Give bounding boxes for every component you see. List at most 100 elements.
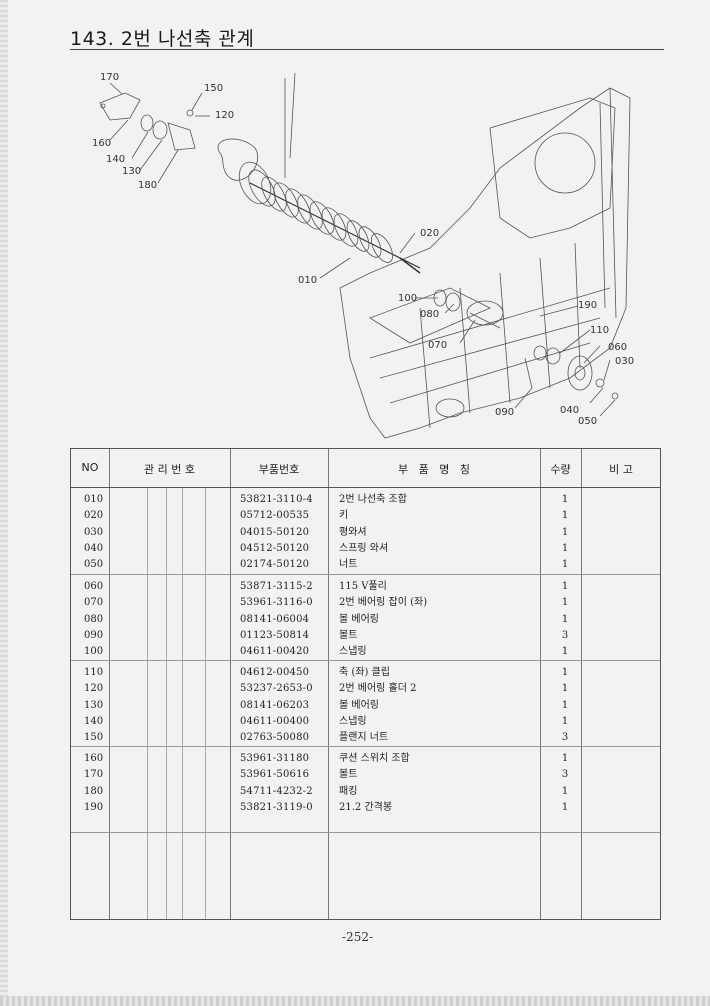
table-cell-part-number: 53821-3110-4	[240, 494, 313, 505]
table-cell-no: 020	[84, 510, 104, 522]
column-divider	[109, 449, 110, 919]
callout-label: 020	[420, 228, 439, 239]
table-cell-part-number: 02763-50080	[240, 732, 310, 744]
callout-label: 010	[298, 275, 317, 286]
table-cell-part-name: 21.2 간격봉	[339, 801, 393, 813]
table-cell-part-name: 플랜지 너트	[339, 732, 389, 744]
table-cell-no: 160	[84, 753, 104, 764]
header-divider	[71, 487, 660, 488]
table-cell-quantity: 1	[561, 785, 569, 797]
callout-label: 170	[100, 72, 119, 83]
frame-panel	[489, 97, 616, 239]
exploded-parts-diagram: 170 150 120 160 140 130 180 020 010 100 …	[92, 72, 634, 439]
table-cell-quantity: 1	[561, 581, 569, 592]
header-remarks: 비 고	[609, 463, 633, 476]
table-cell-part-number: 53961-50616	[240, 769, 310, 781]
v-pulley	[567, 355, 593, 391]
table-cell-quantity: 1	[561, 542, 569, 554]
group-divider	[71, 660, 660, 661]
callout-label: 060	[608, 342, 627, 353]
table-cell-part-number: 04512-50120	[240, 542, 310, 554]
table-cell-quantity: 3	[561, 732, 569, 744]
table-cell-part-name: 볼트	[339, 769, 358, 781]
table-cell-part-number: 53961-3116-0	[240, 597, 313, 609]
table-cell-no: 120	[84, 683, 104, 695]
page-edge-bottom	[0, 996, 710, 1006]
header-quantity: 수량	[550, 463, 571, 476]
table-cell-quantity: 1	[561, 753, 569, 764]
group-divider	[71, 574, 660, 575]
table-cell-quantity: 1	[561, 559, 569, 571]
callout-label: 040	[560, 405, 579, 416]
table-cell-part-number: 53961-31180	[240, 753, 310, 764]
table-cell-part-name: 115 V풀리	[339, 581, 387, 592]
header-management-number: 관 리 번 호	[144, 463, 195, 476]
table-cell-quantity: 1	[561, 597, 569, 609]
table-cell-part-name: 평와셔	[339, 526, 367, 538]
table-cell-no: 050	[84, 559, 104, 571]
page-title: 143. 2번 나선축 관계	[70, 28, 255, 50]
table-cell-quantity: 3	[561, 629, 569, 641]
table-cell-part-name: 볼트	[339, 629, 358, 641]
column-divider	[581, 449, 582, 919]
header-no: NO	[81, 461, 99, 474]
header-part-name: 부 품 명 칭	[398, 463, 470, 476]
table-cell-part-number: 05712-00535	[240, 510, 310, 522]
title-divider	[70, 49, 664, 50]
table-cell-part-number: 08141-06203	[240, 699, 310, 711]
table-cell-quantity: 1	[561, 646, 569, 658]
table-cell-part-number: 08141-06004	[240, 613, 310, 625]
callout-label: 150	[204, 83, 223, 94]
group-divider	[71, 832, 660, 833]
callout-label: 070	[428, 340, 447, 351]
table-cell-no: 090	[84, 629, 104, 641]
table-cell-no: 060	[84, 581, 104, 592]
table-cell-quantity: 1	[561, 715, 569, 727]
table-cell-no: 100	[84, 646, 104, 658]
machine-frame	[339, 87, 631, 439]
column-divider	[147, 487, 148, 919]
callout-label: 090	[495, 407, 514, 418]
table-cell-part-name: 볼 베어링	[339, 613, 379, 625]
table-cell-no: 130	[84, 699, 104, 711]
table-cell-no: 010	[84, 494, 104, 505]
table-cell-no: 170	[84, 769, 104, 781]
column-divider	[182, 487, 183, 919]
table-cell-quantity: 1	[561, 699, 569, 711]
frame-hole	[534, 132, 596, 194]
table-cell-part-name: 2번 베어링 홀더 2	[339, 683, 417, 695]
callout-label: 130	[122, 166, 141, 177]
callout-label: 140	[106, 154, 125, 165]
callout-label: 050	[578, 416, 597, 427]
table-cell-no: 110	[84, 667, 104, 678]
table-cell-part-name: 2번 베어링 잡이 (좌)	[339, 597, 428, 609]
callout-label: 100	[398, 293, 417, 304]
table-cell-no: 180	[84, 785, 104, 797]
table-cell-part-number: 04612-00450	[240, 667, 310, 678]
callout-label: 110	[590, 325, 609, 336]
table-cell-part-number: 53871-3115-2	[240, 581, 313, 592]
column-divider	[205, 487, 206, 919]
table-cell-part-name: 스냅링	[339, 715, 367, 727]
table-cell-no: 030	[84, 526, 104, 538]
callout-label: 160	[92, 138, 111, 149]
packing-ring	[217, 138, 259, 181]
table-cell-part-name: 패킹	[339, 785, 358, 797]
table-cell-part-name: 쿠션 스위치 조합	[339, 753, 410, 764]
column-divider	[166, 487, 167, 919]
table-cell-no: 190	[84, 801, 104, 813]
table-cell-quantity: 3	[561, 769, 569, 781]
table-cell-quantity: 1	[561, 683, 569, 695]
table-cell-quantity: 1	[561, 510, 569, 522]
table-cell-part-name: 볼 베어링	[339, 699, 379, 711]
table-cell-no: 140	[84, 715, 104, 727]
table-cell-part-name: 스냅링	[339, 646, 367, 658]
cushion-switch	[99, 92, 141, 121]
table-cell-no: 040	[84, 542, 104, 554]
callout-label: 080	[420, 309, 439, 320]
table-cell-part-number: 04611-00420	[240, 646, 310, 658]
table-cell-no: 150	[84, 732, 104, 744]
table-cell-part-name: 스프링 와셔	[339, 542, 389, 554]
callout-label: 030	[615, 356, 634, 367]
